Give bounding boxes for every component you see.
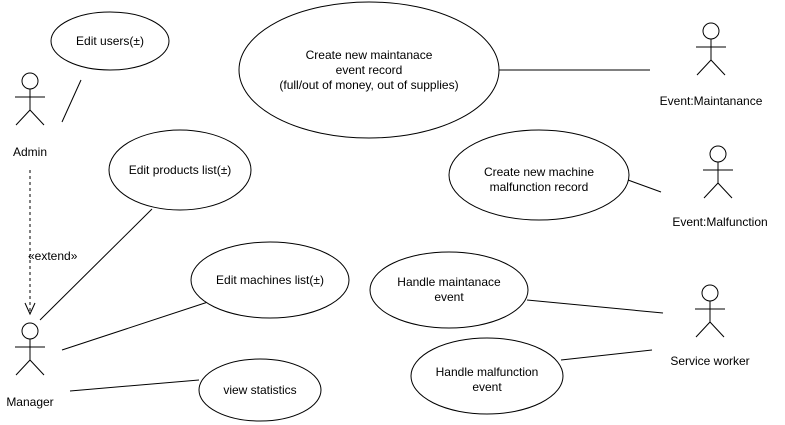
- extend-label: «extend»: [28, 249, 78, 263]
- association-malfunction-create-record: [627, 179, 662, 193]
- use-case-label-line-1: Create new machine: [484, 165, 594, 179]
- extend-relation: «extend»: [24, 170, 78, 316]
- association-manager-edit-machines: [61, 300, 212, 351]
- associations: [39, 69, 664, 392]
- use-case-label-line-1: Create new maintanace: [306, 48, 433, 62]
- stick-figure-icon: [703, 145, 733, 199]
- use-case-label-line-2: event: [434, 290, 464, 304]
- use-case-label: view statistics: [223, 383, 296, 397]
- actor-label: Service worker: [670, 354, 749, 368]
- association-manager-view-statistics: [69, 379, 200, 392]
- use-case-label: Edit machines list(±): [216, 273, 324, 287]
- use-case-label-line-2: event record: [336, 63, 403, 77]
- association-service-handle-malfunction: [560, 349, 653, 361]
- use-case-create-maintenance-record[interactable]: Create new maintanace event record (full…: [238, 1, 500, 139]
- stick-figure-icon: [695, 284, 725, 338]
- association-service-handle-maintenance: [526, 299, 664, 314]
- association-admin-edit-users: [61, 79, 82, 123]
- stick-figure-icon: [15, 72, 45, 126]
- actor-event-malfunction[interactable]: Event:Malfunction: [672, 145, 768, 229]
- actor-label: Manager: [6, 395, 53, 409]
- stick-figure-icon: [696, 22, 726, 76]
- actor-admin[interactable]: Admin: [13, 72, 47, 159]
- use-case-create-malfunction-record[interactable]: Create new machine malfunction record: [448, 129, 630, 221]
- use-case-label-line-1: Handle malfunction: [436, 365, 539, 379]
- use-case-label-line-3: (full/out of money, out of supplies): [279, 78, 458, 92]
- use-case-label: Edit users(±): [76, 34, 144, 48]
- use-case-edit-products[interactable]: Edit products list(±): [108, 129, 252, 211]
- actor-label: Event:Maintanance: [660, 94, 763, 108]
- use-case-edit-users[interactable]: Edit users(±): [50, 11, 170, 71]
- use-case-label: Edit products list(±): [129, 163, 232, 177]
- extend-arrow-head: [24, 302, 36, 316]
- use-case-handle-maintenance[interactable]: Handle maintanace event: [369, 251, 529, 329]
- use-case-label-line-1: Handle maintanace: [397, 275, 501, 289]
- actor-label: Event:Malfunction: [672, 215, 767, 229]
- use-case-label-line-2: event: [472, 380, 502, 394]
- actor-event-maintenance[interactable]: Event:Maintanance: [660, 22, 763, 108]
- use-case-label-line-2: malfunction record: [490, 180, 589, 194]
- actor-label: Admin: [13, 145, 47, 159]
- actor-manager[interactable]: Manager: [6, 322, 54, 409]
- stick-figure-icon: [15, 322, 45, 376]
- use-case-view-statistics[interactable]: view statistics: [198, 358, 322, 422]
- use-case-handle-malfunction[interactable]: Handle malfunction event: [410, 337, 564, 415]
- use-case-edit-machines[interactable]: Edit machines list(±): [190, 241, 350, 319]
- actor-service-worker[interactable]: Service worker: [670, 284, 750, 368]
- association-manager-edit-products: [39, 208, 153, 321]
